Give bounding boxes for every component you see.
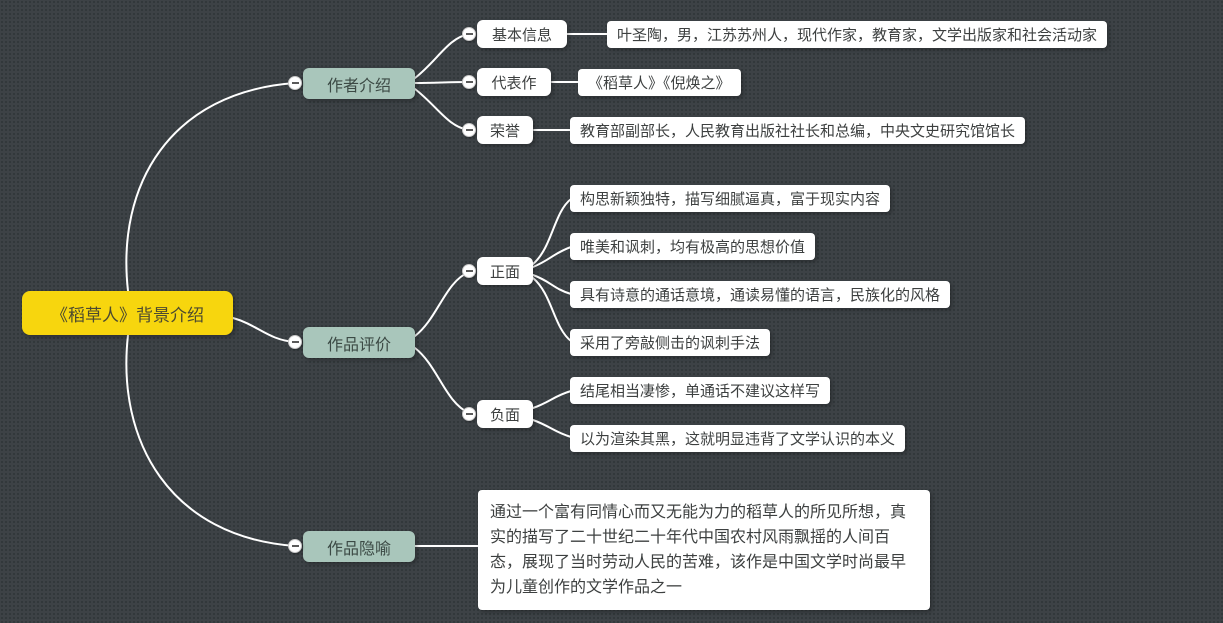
collapse-button-basic-info[interactable] — [462, 27, 476, 41]
root-topic[interactable]: 《稻草人》背景介绍 — [22, 291, 233, 335]
connector-positive-2 — [532, 246, 572, 268]
leaf-positive-3[interactable]: 具有诗意的通话意境，通读易懂的语言，民族化的风格 — [570, 281, 951, 308]
collapse-button-negative[interactable] — [462, 407, 476, 421]
branch-work-evaluation[interactable]: 作品评价 — [303, 327, 415, 358]
subtopic-honors[interactable]: 荣誉 — [477, 116, 533, 144]
leaf-positive-2[interactable]: 唯美和讽刺，均有极高的思想价值 — [570, 233, 816, 260]
connector-negative-1 — [532, 390, 572, 409]
subtopic-negative[interactable]: 负面 — [477, 400, 533, 428]
leaf-negative-1[interactable]: 结尾相当凄惨，单通话不建议这样写 — [570, 377, 831, 404]
subtopic-basic-info[interactable]: 基本信息 — [477, 20, 567, 48]
collapse-button-representative-works[interactable] — [462, 75, 476, 89]
minus-icon — [291, 82, 299, 84]
collapse-button-work-evaluation[interactable] — [288, 335, 302, 349]
collapse-button-author-intro[interactable] — [288, 76, 302, 90]
connector-author-basicinfo — [414, 33, 470, 79]
minus-icon — [465, 81, 473, 83]
leaf-negative-2[interactable]: 以为渲染其黑，这就明显违背了文学认识的本义 — [570, 425, 906, 452]
leaf-basic-info-detail[interactable]: 叶圣陶，男，江苏苏州人，现代作家，教育家，文学出版家和社会活动家 — [607, 21, 1108, 48]
connector-positive-3 — [532, 274, 572, 295]
connector-root-metaphor — [125, 334, 296, 547]
minus-icon — [465, 270, 473, 272]
minus-icon — [465, 33, 473, 35]
connector-evaluation-negative — [414, 347, 470, 414]
connector-negative-2 — [532, 419, 572, 438]
connector-author-honors — [414, 88, 470, 131]
connector-root-author — [125, 82, 296, 292]
subtopic-positive[interactable]: 正面 — [477, 257, 533, 285]
collapse-button-positive[interactable] — [462, 264, 476, 278]
collapse-button-work-metaphor[interactable] — [288, 539, 302, 553]
connector-positive-4 — [532, 277, 572, 342]
leaf-positive-4[interactable]: 采用了旁敲侧击的讽刺手法 — [570, 329, 771, 356]
connector-root-evaluation — [232, 317, 296, 343]
leaf-metaphor-detail[interactable]: 通过一个富有同情心而又无能为力的稻草人的所见所想，真实的描写了二十世纪二十年代中… — [478, 490, 930, 610]
collapse-button-honors[interactable] — [462, 123, 476, 137]
connector-evaluation-positive — [414, 271, 470, 337]
leaf-positive-1[interactable]: 构思新颖独特，描写细腻逼真，富于现实内容 — [570, 185, 891, 212]
minus-icon — [291, 545, 299, 547]
minus-icon — [465, 129, 473, 131]
minus-icon — [465, 413, 473, 415]
branch-work-metaphor[interactable]: 作品隐喻 — [303, 531, 415, 562]
minus-icon — [291, 341, 299, 343]
branch-author-intro[interactable]: 作者介绍 — [303, 68, 415, 99]
leaf-representative-works-detail[interactable]: 《稻草人》《倪焕之》 — [578, 69, 741, 96]
connector-author-works — [414, 81, 470, 84]
subtopic-representative-works[interactable]: 代表作 — [477, 68, 551, 96]
connector-positive-1 — [532, 198, 572, 265]
leaf-honors-detail[interactable]: 教育部副部长，人民教育出版社社长和总编，中央文史研究馆馆长 — [570, 117, 1026, 144]
